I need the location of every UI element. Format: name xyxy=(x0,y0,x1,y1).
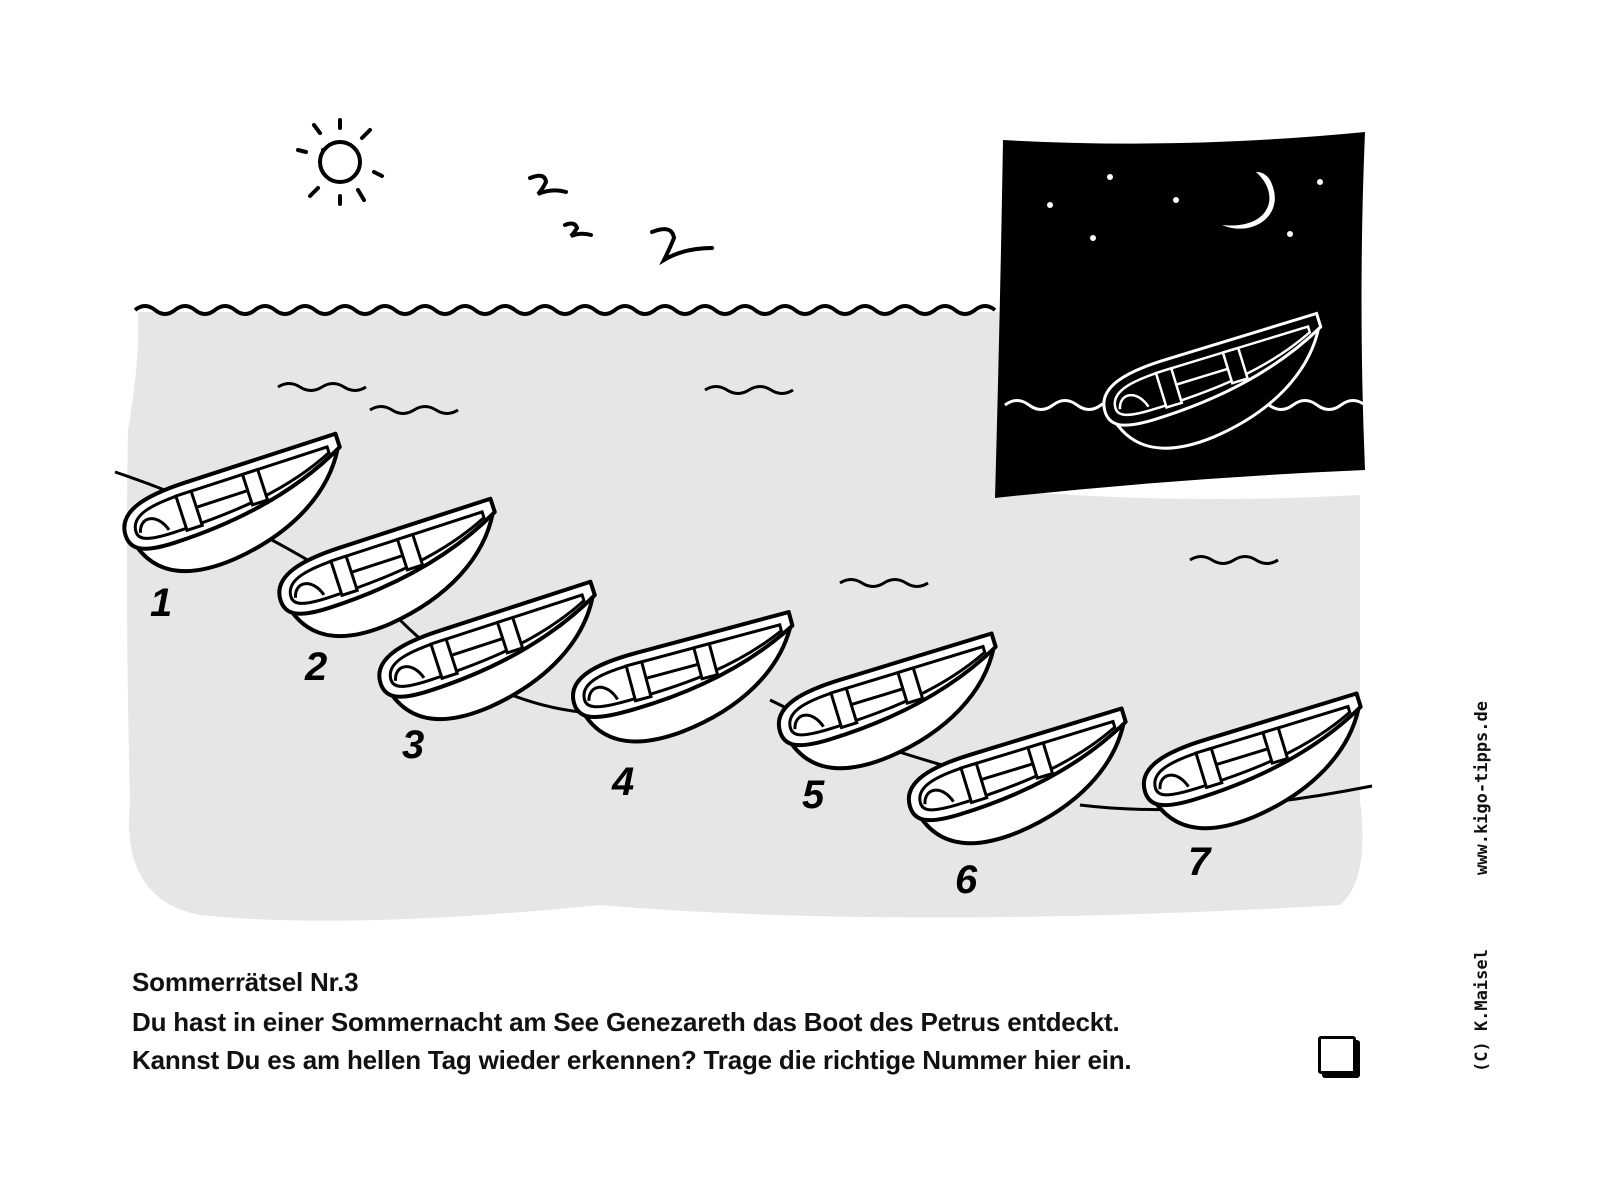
puzzle-text-line-1: Du hast in einer Sommernacht am See Gene… xyxy=(132,1007,1120,1037)
boat-number: 5 xyxy=(802,773,825,817)
boat-number: 2 xyxy=(304,645,327,689)
boat-number: 1 xyxy=(150,581,172,625)
boat-number: 6 xyxy=(955,858,978,902)
small-waves xyxy=(277,382,1279,588)
sun-icon xyxy=(296,118,384,206)
website-credit: www.kigo-tipps.de xyxy=(1472,701,1492,875)
night-boat xyxy=(1102,311,1323,450)
answer-box[interactable] xyxy=(1318,1036,1356,1074)
stars xyxy=(1047,174,1323,241)
boat-number: 7 xyxy=(1188,840,1212,884)
boat-number: 3 xyxy=(402,723,424,767)
copyright-credit: (C) K.Maisel xyxy=(1472,949,1492,1072)
puzzle-text-line-2: Kannst Du es am hellen Tag wieder erkenn… xyxy=(132,1045,1132,1075)
boat-number: 4 xyxy=(611,760,634,804)
horizon-wave xyxy=(133,304,997,316)
puzzle-title: Sommerrätsel Nr.3 xyxy=(132,967,359,997)
birds xyxy=(528,173,714,266)
